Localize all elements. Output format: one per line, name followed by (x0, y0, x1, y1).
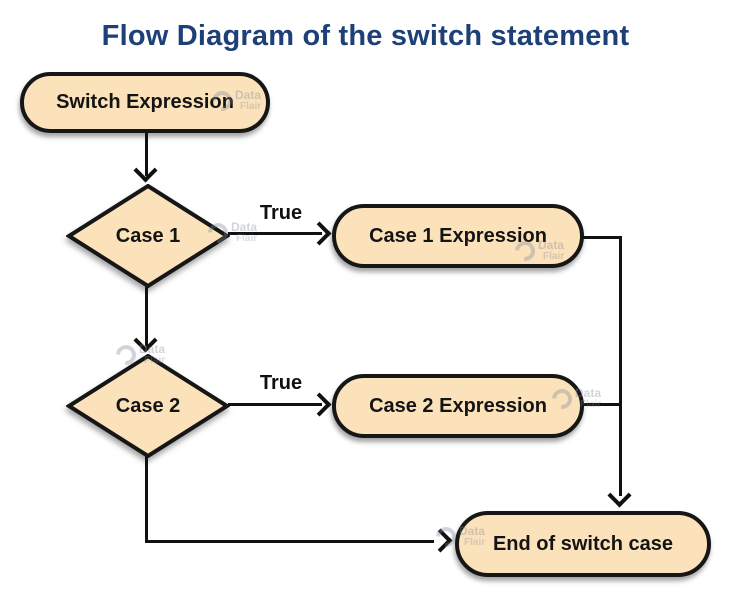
node-case2: Case 2 (66, 354, 230, 458)
node-case2-expression: Case 2 Expression (332, 374, 584, 438)
node-case2-expression-label: Case 2 Expression (369, 394, 547, 417)
arrowhead-right-icon (307, 392, 332, 417)
arrowhead-down-icon (133, 158, 158, 183)
arrowhead-down-icon (133, 328, 158, 353)
edge-label-case2-true: True (259, 372, 303, 394)
diamond-shape (66, 184, 230, 288)
connector-case2-to-end (145, 540, 434, 543)
connector-switch-to-case1 (145, 133, 148, 176)
arrowhead-down-icon (607, 483, 632, 508)
node-switch-expression: Switch Expression (20, 72, 270, 133)
diagram-title: Flow Diagram of the switch statement (101, 20, 630, 52)
connector-case1-to-case2 (145, 287, 148, 346)
node-case1-expression: Case 1 Expression (332, 204, 584, 268)
connector-rail-vertical (619, 236, 622, 496)
connector-case1-to-expression (228, 232, 322, 235)
diamond-shape (66, 354, 230, 458)
node-case1-expression-label: Case 1 Expression (369, 224, 547, 247)
connector-case2-to-expression (228, 403, 322, 406)
node-case2-label: Case 2 (115, 394, 181, 417)
node-end-of-switch-label: End of switch case (492, 532, 674, 555)
node-end-of-switch: End of switch case (455, 511, 711, 577)
arrowhead-right-icon (307, 221, 332, 246)
node-switch-expression-label: Switch Expression (56, 91, 234, 113)
arrowhead-right-icon (428, 528, 453, 553)
node-case1: Case 1 (66, 184, 230, 288)
connector-case2-down (145, 456, 148, 543)
connector-expr1-to-rail (583, 236, 622, 239)
node-case1-label: Case 1 (115, 224, 181, 247)
connector-expr2-to-rail (583, 403, 620, 406)
edge-label-case1-true: True (259, 202, 303, 224)
